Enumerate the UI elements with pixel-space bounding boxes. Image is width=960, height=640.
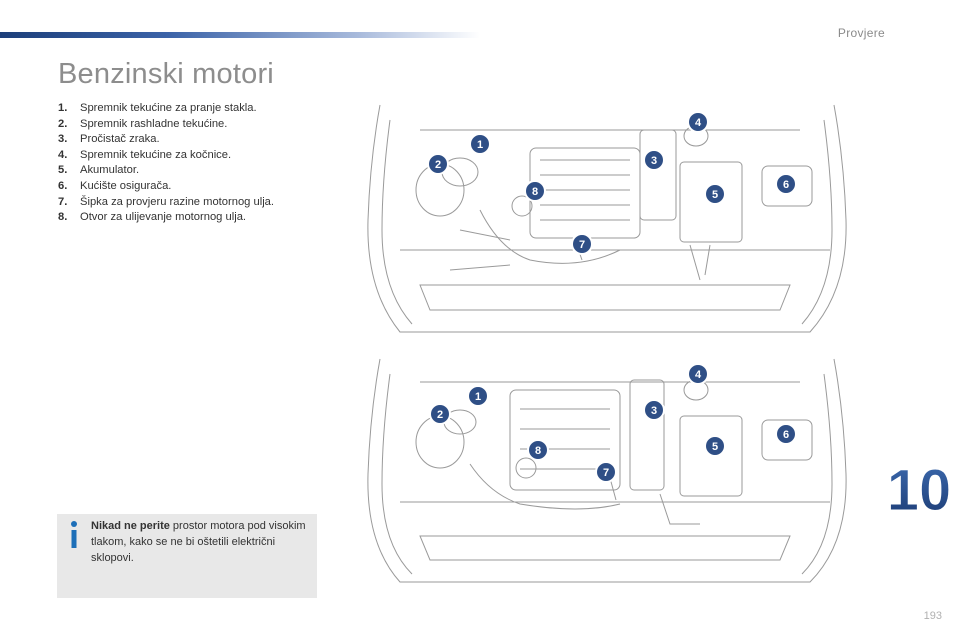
header-accent-bar (0, 32, 480, 38)
section-label: Provjere (837, 26, 885, 40)
callout-label: 5 (712, 189, 718, 201)
engine-bay-illustration: 1 2 3 4 5 6 7 8 (367, 358, 847, 583)
item-text: Kućište osigurača. (80, 179, 172, 192)
info-icon (71, 521, 77, 548)
note-bold: Nikad ne perite (91, 520, 170, 532)
callout-label: 2 (437, 409, 443, 421)
list-item: 8. Otvor za ulijevanje motornog ulja. (58, 210, 348, 226)
chapter-number-text: 10 (887, 458, 952, 523)
item-number: 4. (58, 148, 68, 161)
chapter-number: 10 (886, 458, 952, 524)
item-number: 8. (58, 211, 68, 224)
item-text: Spremnik tekućine za pranje stakla. (80, 102, 257, 114)
item-number: 5. (58, 164, 68, 177)
callout-label: 8 (535, 445, 541, 457)
warning-note: Nikad ne perite prostor motora pod visok… (57, 514, 317, 598)
item-number: 1. (58, 102, 68, 114)
callout-label: 3 (651, 155, 657, 167)
list-item: 6. Kućište osigurača. (58, 179, 348, 195)
item-number: 3. (58, 133, 68, 146)
callout-label: 1 (477, 139, 483, 151)
callout-label: 6 (783, 179, 789, 191)
callout-label: 1 (475, 391, 481, 403)
page-title: Benzinski motori (58, 58, 274, 90)
callout-label: 7 (579, 239, 585, 251)
item-text: Spremnik tekućine za kočnice. (80, 148, 232, 161)
engine-bay-illustration: 1 2 3 4 5 6 7 8 (367, 104, 847, 333)
callout-label: 2 (435, 159, 441, 171)
engine-diagram-bottom: 1 2 3 4 5 6 7 8 (360, 354, 852, 588)
item-text: Pročistač zraka. (80, 133, 160, 146)
list-item: 7. Šipka za provjeru razine motornog ulja… (58, 195, 348, 211)
item-text: Otvor za ulijevanje motornog ulja. (80, 211, 247, 224)
callout-label: 7 (603, 467, 609, 479)
callout-label: 4 (695, 117, 702, 129)
item-number: 2. (58, 117, 68, 130)
list-item: 2. Spremnik rashladne tekućine. (58, 117, 348, 133)
list-item: 5. Akumulator. (58, 163, 348, 179)
item-text: Akumulator. (80, 164, 140, 177)
callout-label: 6 (783, 429, 789, 441)
component-list: 1. Spremnik tekućine za pranje stakla. 2.… (58, 101, 348, 226)
list-item: 4. Spremnik tekućine za kočnice. (58, 148, 348, 164)
note-body: prostor motora pod visokim tlakom, kako … (91, 520, 306, 564)
item-text: Spremnik rashladne tekućine. (80, 117, 228, 130)
callout-label: 3 (651, 405, 657, 417)
list-item: 1. Spremnik tekućine za pranje stakla. (58, 101, 348, 117)
page-number: 193 (923, 610, 942, 622)
item-text: Šipka za provjeru razine motornog ulja. (80, 195, 275, 208)
callout-label: 8 (532, 186, 538, 198)
callout-label: 5 (712, 441, 718, 453)
callout-label: 4 (695, 369, 702, 381)
item-number: 7. (58, 195, 68, 208)
engine-diagram-top: 1 2 3 4 5 6 7 8 (360, 100, 852, 338)
note-text: Nikad ne perite prostor motora pod visok… (91, 518, 311, 566)
item-number: 6. (58, 179, 68, 192)
list-item: 3. Pročistač zraka. (58, 132, 348, 148)
